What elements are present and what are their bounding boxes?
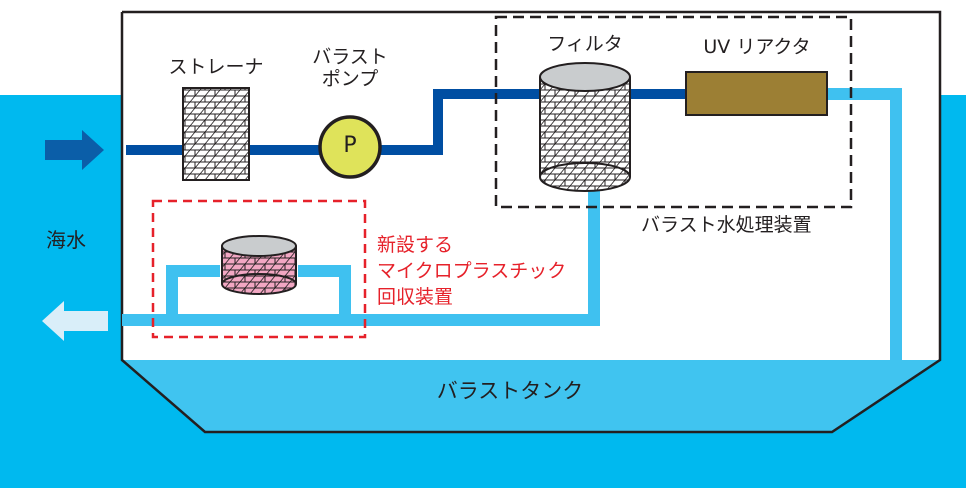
new-device-label-line1: 新設する (377, 234, 454, 256)
filter-label: フィルタ (547, 33, 623, 55)
pump-circle-icon (318, 115, 382, 179)
cylinder-filter-icon (539, 62, 631, 192)
ballast-tank (122, 360, 940, 432)
new-device-box (151, 199, 367, 339)
pump-symbol: P (343, 133, 357, 158)
new-device-label-line2: マイクロプラスチック (377, 260, 567, 282)
inflow-arrow (45, 130, 104, 170)
strainer-label: ストレーナ (168, 56, 264, 78)
treatment-system-box (494, 15, 853, 209)
ship-hull (122, 12, 940, 432)
ballast-pump-label: バラスト ポンプ (292, 46, 408, 91)
outflow-arrow (42, 301, 108, 341)
uv-reactor-label: UV リアクタ (703, 36, 811, 58)
hull-outline (120, 10, 942, 434)
new-device-label-line3: 回収装置 (377, 286, 454, 308)
uv-reactor-icon (685, 71, 828, 116)
cylinder-collector-icon (221, 235, 297, 295)
ballast-tank-label: バラストタンク (436, 379, 584, 403)
ballast-pump-label-line1: バラスト (312, 46, 388, 68)
treatment-system-label: バラスト水処理装置 (641, 214, 812, 236)
strainer-icon (182, 87, 250, 181)
seawater-label: 海水 (46, 228, 86, 252)
new-device-label: 新設する マイクロプラスチック 回収装置 (377, 232, 566, 310)
ballast-pump-label-line2: ポンプ (321, 67, 379, 90)
